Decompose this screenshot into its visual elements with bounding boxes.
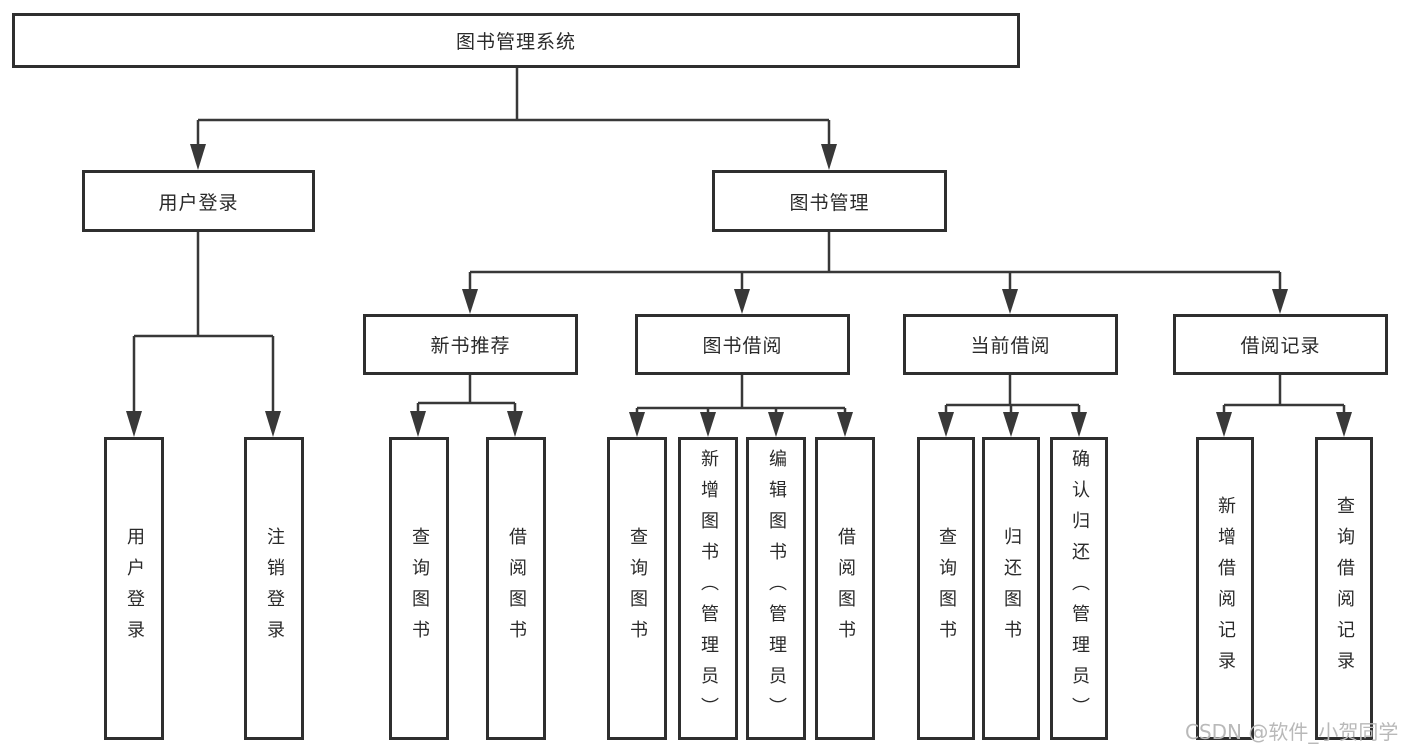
leaf-newbook-borrow-books-label: 借阅图书 — [506, 526, 527, 651]
node-user-login-label: 用户登录 — [158, 191, 239, 214]
leaf-confirm-return-admin-label: 确认归还（管理员） — [1069, 449, 1090, 728]
leaf-borrow-query-books: 查询图书 — [607, 437, 667, 740]
leaf-user-login-label: 用户登录 — [124, 526, 145, 651]
csdn-watermark: CSDN @软件_小贺同学 — [1185, 720, 1399, 744]
leaf-edit-books-admin-label: 编辑图书（管理员） — [766, 449, 787, 728]
node-current-borrow-label: 当前借阅 — [970, 335, 1051, 357]
connector-book-borrow-to-leaves — [629, 375, 853, 437]
leaf-logout: 注销登录 — [244, 437, 304, 740]
leaf-return-books: 归还图书 — [982, 437, 1040, 740]
node-book-borrow-label: 图书借阅 — [702, 335, 783, 357]
node-book-management-label: 图书管理 — [789, 191, 870, 214]
connector-new-book-to-leaves — [410, 375, 523, 437]
leaf-add-books-admin: 新增图书（管理员） — [678, 437, 738, 740]
connector-current-borrow-to-leaves — [938, 375, 1087, 437]
connector-book-management-to-level3 — [462, 232, 1288, 314]
node-user-login: 用户登录 — [82, 170, 315, 232]
leaf-logout-label: 注销登录 — [264, 526, 285, 651]
node-new-book-recommend-label: 新书推荐 — [430, 335, 511, 357]
leaf-query-borrow-record: 查询借阅记录 — [1315, 437, 1373, 740]
leaf-current-query-books: 查询图书 — [917, 437, 975, 740]
leaf-user-login: 用户登录 — [104, 437, 164, 740]
leaf-confirm-return-admin: 确认归还（管理员） — [1050, 437, 1108, 740]
leaf-newbook-borrow-books: 借阅图书 — [486, 437, 546, 740]
leaf-borrow-query-books-label: 查询图书 — [627, 526, 648, 651]
node-root-system: 图书管理系统 — [12, 13, 1020, 68]
leaf-edit-books-admin: 编辑图书（管理员） — [746, 437, 806, 740]
connector-user-login-to-leaves — [126, 232, 281, 437]
node-book-management: 图书管理 — [712, 170, 947, 232]
node-new-book-recommend: 新书推荐 — [363, 314, 578, 375]
node-root-label: 图书管理系统 — [455, 31, 576, 53]
node-book-borrow: 图书借阅 — [635, 314, 850, 375]
leaf-newbook-query-books: 查询图书 — [389, 437, 449, 740]
leaf-add-books-admin-label: 新增图书（管理员） — [698, 449, 719, 728]
leaf-query-borrow-record-label: 查询借阅记录 — [1334, 495, 1355, 682]
connector-root-to-level2 — [190, 68, 837, 170]
leaf-current-query-books-label: 查询图书 — [936, 526, 957, 651]
leaf-add-borrow-record: 新增借阅记录 — [1196, 437, 1254, 740]
leaf-add-borrow-record-label: 新增借阅记录 — [1215, 495, 1236, 682]
leaf-return-books-label: 归还图书 — [1001, 526, 1022, 651]
connector-borrow-records-to-leaves — [1216, 375, 1352, 437]
leaf-borrow-books-label: 借阅图书 — [835, 526, 856, 651]
leaf-borrow-books: 借阅图书 — [815, 437, 875, 740]
node-borrow-records: 借阅记录 — [1173, 314, 1388, 375]
leaf-newbook-query-books-label: 查询图书 — [409, 526, 430, 651]
node-current-borrow: 当前借阅 — [903, 314, 1118, 375]
node-borrow-records-label: 借阅记录 — [1240, 335, 1321, 357]
